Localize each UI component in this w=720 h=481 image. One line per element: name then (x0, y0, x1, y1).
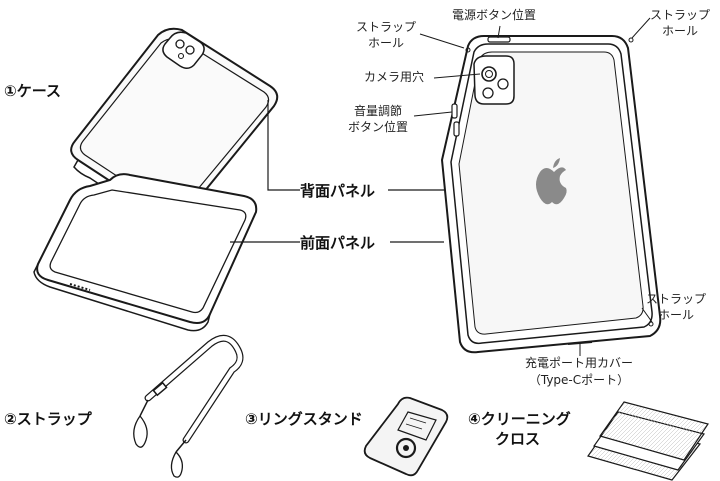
case-title: ①ケース (4, 82, 61, 100)
strap-hole-topleft-line1: ストラップ (355, 20, 416, 34)
strap-hole-bottomright-line2: ホール (657, 308, 694, 322)
power-button-label: 電源ボタン位置 (452, 8, 537, 22)
strap-title: ②ストラップ (4, 410, 92, 428)
strap-hole-topleft-line2: ホール (367, 36, 404, 50)
ring-stand-title: ③リングスタンド (245, 410, 363, 428)
strap-hole-topright-line1: ストラップ (649, 8, 710, 22)
apple-logo-icon (536, 158, 567, 205)
volume-label-line2: ボタン位置 (347, 120, 408, 134)
back-panel-leader (267, 100, 300, 191)
cleaning-cloth-illustration (587, 401, 709, 481)
back-panel-label: 背面パネル (300, 182, 376, 200)
camera-hole-label: カメラ用穴 (364, 70, 425, 84)
front-panel-illustration (33, 173, 258, 332)
ring-stand-icon (363, 396, 449, 477)
cloth-title-line2: クロス (495, 430, 541, 448)
front-panel-label: 前面パネル (300, 234, 376, 252)
cloth-title-line1: ④クリーニング (468, 410, 571, 428)
port-cover-line1: 充電ポート用カバー (524, 356, 633, 370)
port-cover-line2: （Type-Cポート） (528, 373, 630, 387)
volume-label-line1: 音量調節 (353, 104, 402, 118)
strap-illustration (133, 334, 244, 478)
back-panel-illustration (70, 27, 279, 229)
strap-hole-topright-line2: ホール (661, 24, 698, 38)
strap-hole-bottomright-line1: ストラップ (645, 292, 706, 306)
